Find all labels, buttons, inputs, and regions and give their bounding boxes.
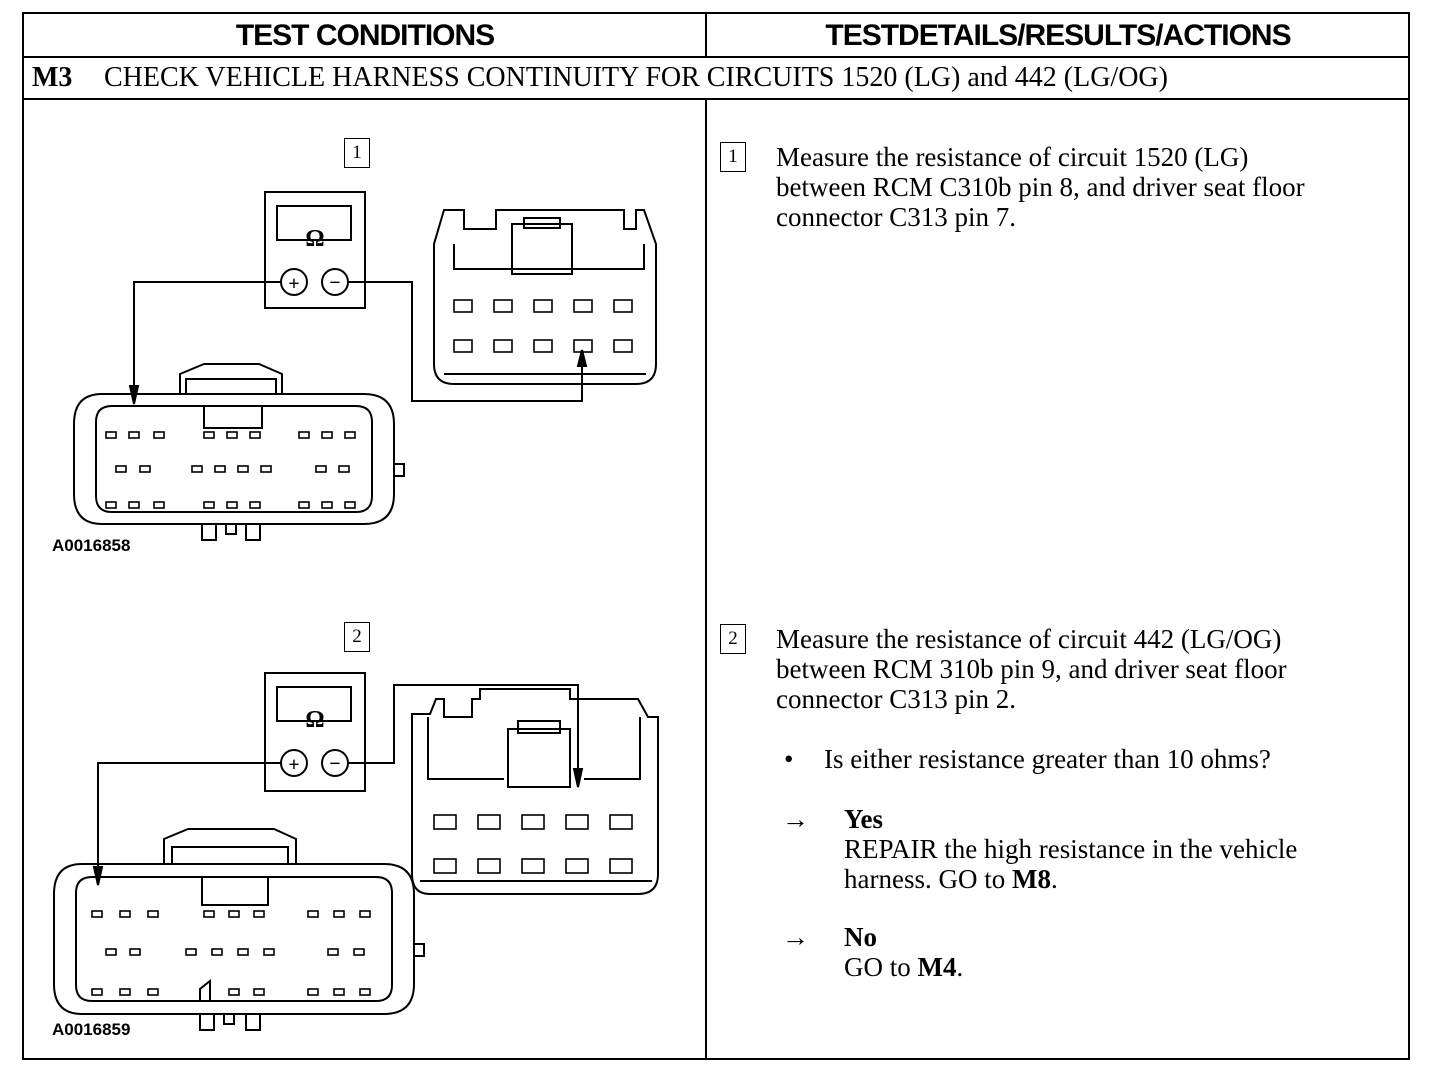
arrow-right-icon: → — [782, 922, 809, 952]
result-yes: Yes REPAIR the high resistance in the ve… — [844, 804, 1297, 894]
arrow-right-icon: → — [782, 804, 809, 834]
action-yes-line2: harness. GO to M8. — [844, 864, 1297, 894]
step-1-line: Measure the resistance of circuit 1520 (… — [776, 142, 1249, 172]
column-divider — [705, 98, 707, 1060]
action-no-ref: M4 — [917, 952, 957, 982]
action-no-line: GO to M4. — [844, 952, 963, 982]
header-column-divider — [705, 14, 707, 58]
question-text: Is either resistance greater than 10 ohm… — [824, 744, 1271, 774]
action-yes-period: . — [1050, 864, 1058, 894]
step-2-line: between RCM 310b pin 9, and driver seat … — [776, 654, 1287, 684]
action-yes-line1: REPAIR the high resistance in the vehicl… — [844, 834, 1298, 864]
answer-yes: Yes — [844, 804, 883, 834]
title-divider — [24, 98, 1408, 100]
action-no-period: . — [956, 952, 964, 982]
header-test-conditions: TEST CONDITIONS — [235, 19, 495, 52]
action-yes-ref: M8 — [1011, 864, 1051, 894]
step-1-text: Measure the resistance of circuit 1520 (… — [776, 142, 1305, 232]
seat-floor-connector-outline — [411, 688, 659, 895]
ohmmeter-body — [264, 672, 366, 792]
step-2-box: 2 — [720, 624, 746, 654]
step-2-line: connector C313 pin 2. — [776, 684, 1016, 714]
seat-floor-connector-outline — [433, 209, 657, 385]
header-divider — [24, 56, 1408, 58]
step-1-line: connector C313 pin 7. — [776, 202, 1016, 232]
figure-1-step-box: 1 — [344, 138, 370, 168]
rcm-connector-outline — [53, 863, 415, 1015]
ohm-symbol: Ω — [305, 226, 324, 252]
figure-2-id: A0016859 — [52, 1020, 131, 1039]
step-2-text: Measure the resistance of circuit 442 (L… — [776, 624, 1287, 714]
test-title-row: M3 CHECK VEHICLE HARNESS CONTINUITY FOR … — [24, 58, 1408, 98]
figure-2-diagram: Ω + − — [53, 672, 659, 1031]
figure-1-id: A0016858 — [52, 536, 131, 555]
rcm-connector-outline — [73, 393, 395, 525]
ohmmeter-body — [264, 191, 366, 309]
ohm-symbol: Ω — [305, 707, 324, 733]
action-yes-text: harness. GO to — [844, 864, 1012, 894]
plus-sign: + — [288, 273, 299, 295]
step-1-line: between RCM C310b pin 8, and driver seat… — [776, 172, 1305, 202]
test-code: M3 — [32, 62, 73, 93]
header-test-details: TESTDETAILS/RESULTS/ACTIONS — [825, 19, 1291, 52]
minus-sign: − — [329, 753, 340, 775]
action-no-text: GO to — [844, 952, 918, 982]
step-2-line: Measure the resistance of circuit 442 (L… — [776, 624, 1282, 654]
procedure-table: TEST CONDITIONS TESTDETAILS/RESULTS/ACTI… — [22, 12, 1410, 1060]
step-1-box: 1 — [720, 142, 746, 172]
bullet-icon: • — [784, 744, 794, 774]
plus-sign: + — [288, 754, 299, 776]
minus-sign: − — [329, 272, 340, 294]
figure-1-diagram: Ω + − — [73, 191, 657, 541]
answer-no: No — [844, 922, 877, 952]
result-no: No GO to M4. — [844, 922, 963, 982]
test-title: CHECK VEHICLE HARNESS CONTINUITY FOR CIR… — [104, 62, 1168, 93]
figure-2-step-box: 2 — [344, 622, 370, 652]
